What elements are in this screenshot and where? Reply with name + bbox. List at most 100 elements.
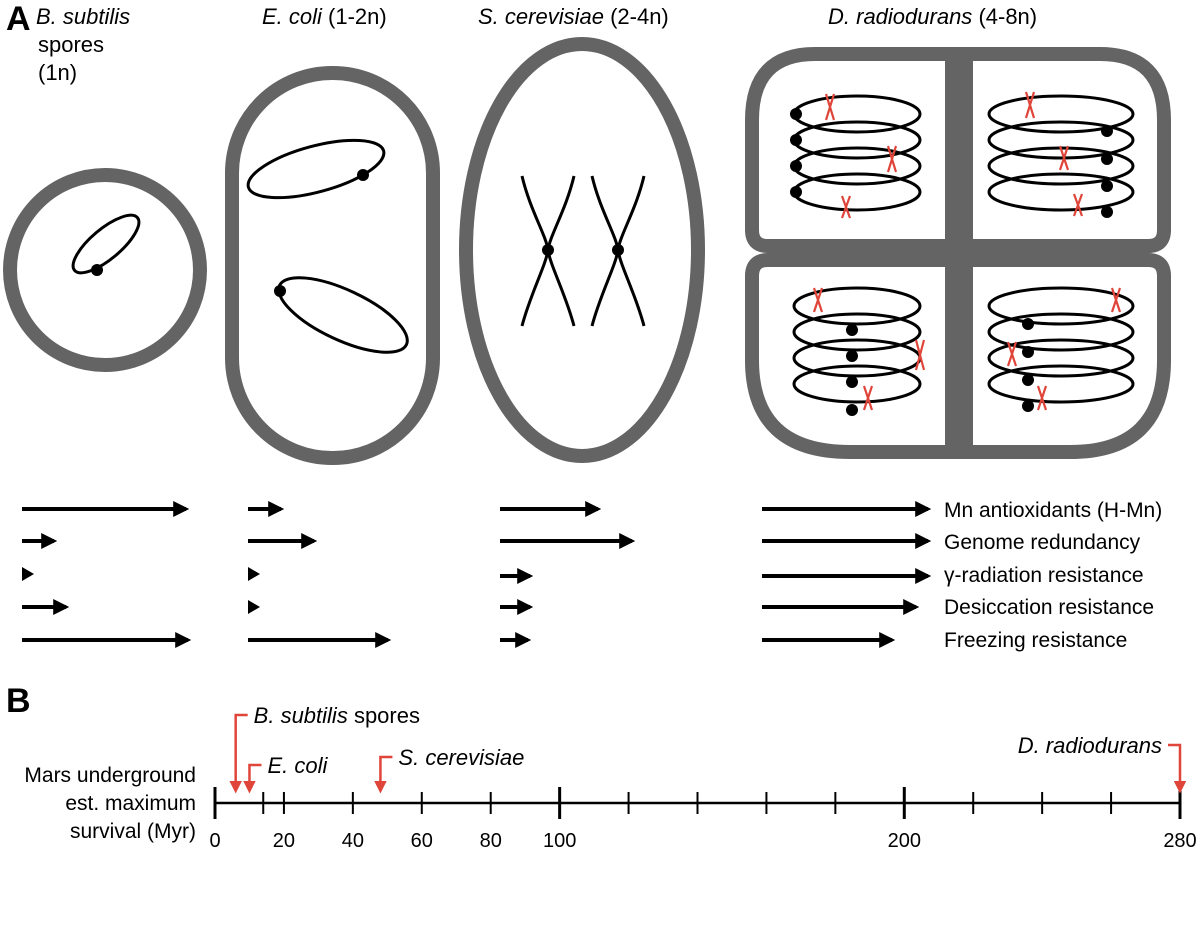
chromosome-origin-dot — [790, 160, 802, 172]
panel-label-b: B — [6, 682, 31, 720]
chromosome-loop — [246, 138, 386, 200]
survival-marker-label: B. subtilis spores — [254, 703, 420, 728]
chromosome-origin-dot — [846, 404, 858, 416]
property-arrowhead-minimal — [248, 600, 260, 614]
tick-label: 100 — [543, 830, 576, 852]
chromosome-stack — [792, 286, 926, 416]
chromosome-loop — [987, 364, 1135, 404]
bsubtilis-cell — [3, 168, 207, 372]
axis-label-line1: Mars underground — [24, 764, 196, 787]
crosslink-mark — [1058, 145, 1070, 171]
organism-name: D. radiodurans — [1018, 733, 1162, 758]
chromosome-stack — [987, 286, 1135, 412]
tick-label: 40 — [342, 830, 364, 852]
survival-marker-arrow — [1168, 743, 1187, 794]
organism-label-scerevisiae: S. cerevisiae (2-4n) — [478, 4, 669, 29]
chromosome-origin-dot — [1022, 374, 1034, 386]
chromosome-loop — [792, 286, 922, 326]
organism-name: E. coli — [262, 4, 323, 29]
organism-name: S. cerevisiae — [478, 4, 604, 29]
survival-marker-arrow — [243, 763, 262, 794]
scerevisiae-cell — [459, 37, 705, 463]
cell-wall — [459, 37, 705, 463]
chromosome-origin-dot — [846, 376, 858, 388]
property-label-genome-redundancy: Genome redundancy — [944, 531, 1141, 554]
organism-name: D. radiodurans — [828, 4, 972, 29]
chromosome-origin-dot — [1022, 318, 1034, 330]
chromosome-origin-dot — [846, 350, 858, 362]
organism-ploidy: (1-2n) — [328, 4, 387, 29]
axis-label-line2: est. maximum — [65, 792, 196, 815]
survival-marker-label: E. coli — [267, 753, 328, 778]
survival-markers: B. subtilis spores E. coli S. cerevisiae D.… — [229, 703, 1187, 794]
axis-label-line3: survival (Myr) — [70, 820, 196, 843]
organism-name: B. subtilis — [254, 703, 348, 728]
organism-name: S. cerevisiae — [398, 745, 524, 770]
crosslink-mark — [840, 195, 852, 219]
chromosome-loop — [277, 276, 409, 354]
property-label-desiccation: Desiccation resistance — [944, 596, 1154, 619]
chromosome-loop — [71, 213, 141, 275]
chromosome-origin-dot — [1101, 153, 1113, 165]
property-arrows — [22, 501, 932, 648]
organism-name: E. coli — [267, 753, 328, 778]
chromosome-loop — [792, 172, 922, 212]
chromosome-origin-dot — [91, 264, 103, 276]
survival-marker-arrow — [229, 713, 248, 794]
crosslink-mark — [1036, 385, 1048, 411]
chromosome-origin-dot — [790, 134, 802, 146]
chromosome-loop — [987, 120, 1135, 160]
chromosome-stack — [790, 93, 922, 219]
organism-ploidy: (4-8n) — [978, 4, 1037, 29]
crosslink-mark — [812, 287, 824, 313]
chromosome-origin-dot — [1022, 400, 1034, 412]
chromosome-origin-dot — [274, 285, 286, 297]
tick-label: 80 — [480, 830, 502, 852]
chromosome-origin-dot — [790, 108, 802, 120]
chromosome-origin-dot — [357, 169, 369, 181]
chromosome-loop — [987, 286, 1135, 326]
survival-marker-label: S. cerevisiae — [398, 745, 524, 770]
organism-label-bsubtilis-line3: (1n) — [38, 60, 77, 85]
survival-marker-arrow — [374, 755, 393, 794]
property-arrowhead-minimal — [248, 567, 260, 581]
crosslink-mark — [824, 93, 836, 121]
chromosome-loop — [792, 364, 922, 404]
tick-label: 0 — [209, 830, 220, 852]
cell-wall-bottom-right — [959, 253, 1171, 459]
survival-marker: B. subtilis spores — [229, 703, 420, 794]
survival-marker: E. coli — [243, 753, 328, 794]
property-label-gamma-radiation: γ-radiation resistance — [944, 564, 1144, 587]
survival-marker-label: D. radiodurans — [1018, 733, 1162, 758]
cell-wall-bottom-left — [745, 253, 959, 459]
organism-label-dradiodurans: D. radiodurans (4-8n) — [828, 4, 1037, 29]
chromosome-loop — [987, 338, 1135, 378]
chromosome-origin-dot — [1022, 346, 1034, 358]
chromosome-origin-dot — [790, 186, 802, 198]
cell-wall-top-left — [745, 47, 959, 253]
survival-marker: D. radiodurans — [1018, 733, 1187, 794]
cell-wall — [225, 66, 440, 465]
organism-suffix: spores — [348, 703, 420, 728]
crosslink-mark — [1006, 341, 1018, 367]
centromere-dot — [542, 244, 554, 256]
chromosome-loop — [987, 172, 1135, 212]
ecoli-cell — [225, 66, 440, 465]
organism-label-ecoli: E. coli (1-2n) — [262, 4, 387, 29]
dradiodurans-cell — [745, 47, 1171, 459]
chromosome-loop — [792, 312, 922, 352]
chromosome-origin-dot — [1101, 206, 1113, 218]
property-label-mn-antioxidants: Mn antioxidants (H-Mn) — [944, 499, 1162, 522]
cell-wall-top-right — [959, 47, 1171, 253]
chromosome-origin-dot — [846, 324, 858, 336]
cell-wall — [3, 168, 207, 372]
chromosome-origin-dot — [1101, 125, 1113, 137]
crosslink-mark — [1072, 193, 1084, 217]
chromosome-loop — [987, 312, 1135, 352]
tick-label: 200 — [888, 830, 921, 852]
crosslink-mark — [914, 339, 926, 371]
panel-label-a: A — [6, 0, 31, 38]
tick-label: 280 — [1163, 830, 1196, 852]
organism-name: B. subtilis — [36, 4, 130, 29]
